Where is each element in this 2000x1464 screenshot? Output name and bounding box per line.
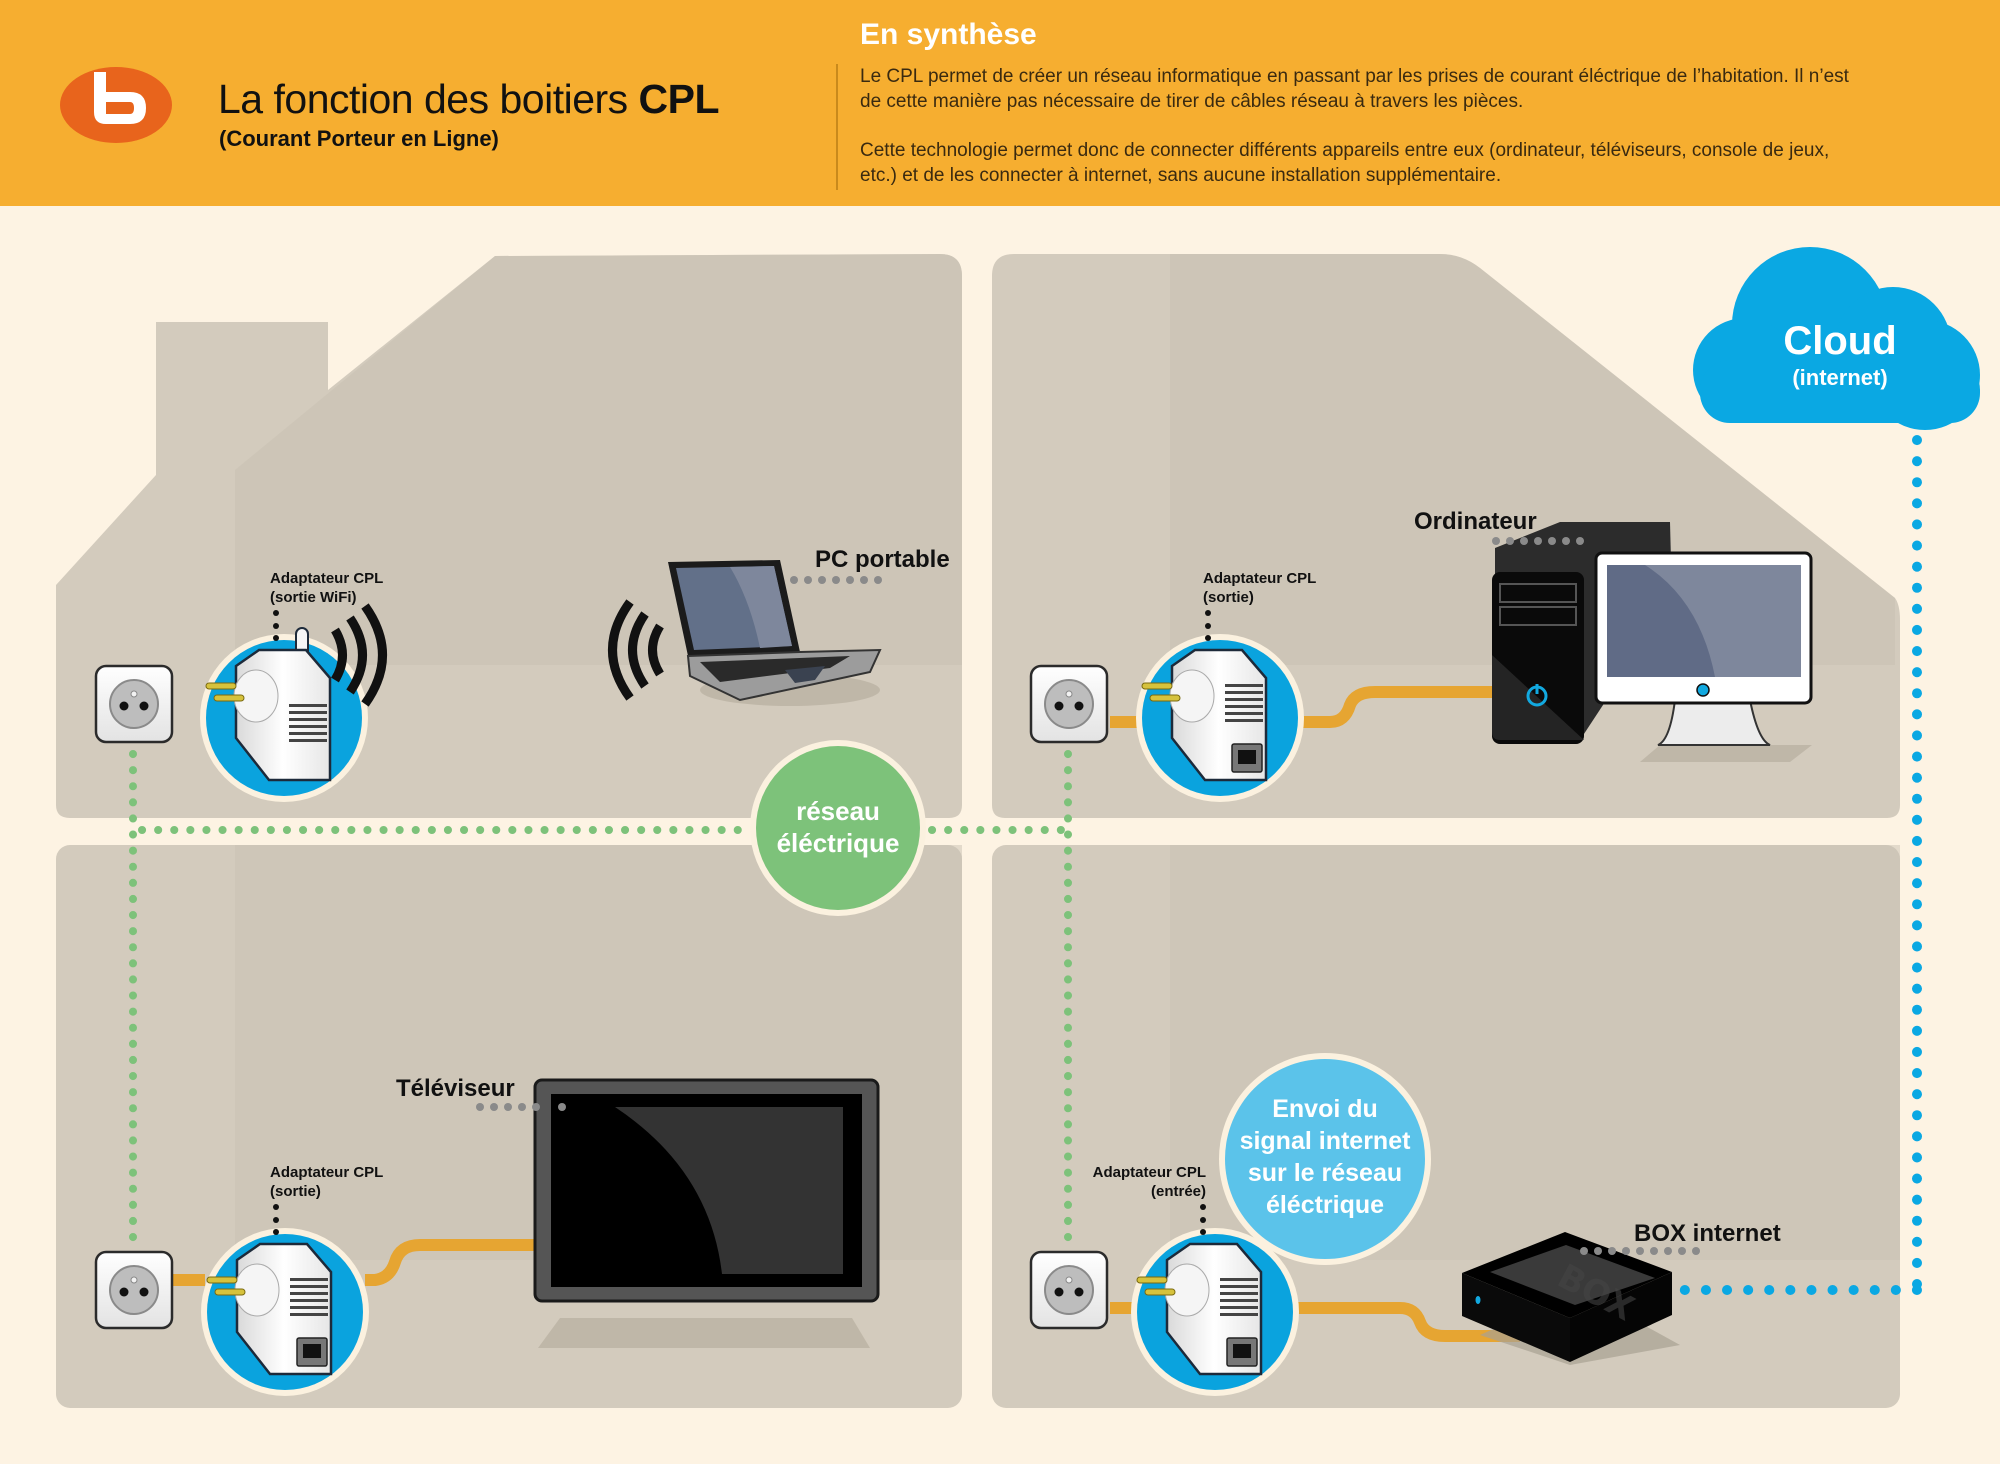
page-subtitle: (Courant Porteur en Ligne) [219, 126, 499, 151]
adapter-label-line1: Adaptateur CPL [1203, 570, 1317, 587]
network-bubble-line: réseau [796, 796, 880, 826]
cloud-title: Cloud [1783, 319, 1897, 363]
wall-socket-icon [94, 664, 174, 744]
cpl-ethernet-adapter-icon [1129, 1226, 1301, 1398]
device-label: Ordinateur [1414, 508, 1537, 535]
adapter-label-line1: Adaptateur CPL [270, 570, 384, 587]
adapter-label-line2: (sortie WiFi) [270, 589, 357, 606]
summary-paragraph: Cette technologie permet donc de connect… [860, 140, 1830, 186]
wifi-waves-icon [331, 603, 387, 707]
brand-logo-icon [60, 67, 172, 143]
laptop-icon [668, 560, 882, 706]
label-connector-dots [273, 610, 1211, 1235]
network-bubble [750, 740, 926, 916]
wifi-waves-icon [608, 599, 664, 701]
cloud-icon [1693, 247, 1980, 430]
adapter-label: Adaptateur CPL (entrée) [1090, 1163, 1206, 1201]
page-title: La fonction des boitiers CPL [218, 76, 720, 123]
network-bubble-text: réseau éléctrique [758, 795, 918, 859]
device-label: PC portable [815, 546, 950, 573]
signal-bubble-text: Envoi du signal internet sur le réseau é… [1225, 1093, 1425, 1221]
summary-title: En synthèse [860, 18, 1037, 51]
cpl-ethernet-adapter-icon [199, 1226, 371, 1398]
cpl-ethernet-adapter-icon [1134, 632, 1306, 804]
cloud-text: Cloud (internet) [1740, 318, 1940, 392]
adapter-label-line1: Adaptateur CPL [1092, 1164, 1206, 1181]
ethernet-cables [172, 686, 1520, 1342]
device-label-dots [476, 537, 1700, 1255]
summary-paragraph: Le CPL permet de créer un réseau informa… [860, 66, 1849, 112]
adapter-label-line2: (sortie) [1203, 589, 1254, 606]
adapter-label: Adaptateur CPL (sortie WiFi) [270, 569, 383, 607]
device-label: Téléviseur [396, 1075, 515, 1102]
header-banner: La fonction des boitiers CPL (Courant Po… [0, 0, 2000, 206]
internet-line [1678, 435, 1922, 1295]
signal-bubble-line: Envoi du [1272, 1095, 1378, 1123]
adapter-label: Adaptateur CPL (sortie) [1203, 569, 1316, 607]
signal-bubble-line: signal internet [1239, 1127, 1411, 1155]
signal-bubble-line: éléctrique [1265, 1191, 1385, 1219]
adapter-label: Adaptateur CPL (sortie) [270, 1163, 383, 1201]
adapter-label-line2: (sortie) [270, 1183, 321, 1200]
device-label: BOX internet [1634, 1220, 1781, 1247]
signal-bubble [1219, 1053, 1431, 1265]
wall-socket-icon [94, 1250, 174, 1330]
network-bubble-line: éléctrique [776, 828, 900, 858]
desktop-computer-icon [1492, 522, 1813, 762]
internet-box-icon: BOX [1462, 1232, 1680, 1365]
title-bold: CPL [638, 76, 720, 122]
adapter-label-line1: Adaptateur CPL [270, 1164, 384, 1181]
wall-socket-icon [1029, 1250, 1109, 1330]
tv-icon [533, 1078, 880, 1348]
signal-bubble-line: sur le réseau [1247, 1159, 1403, 1187]
header-divider [836, 64, 838, 190]
adapter-label-line2: (entrée) [1150, 1183, 1206, 1200]
power-network-line [129, 750, 1072, 1254]
cloud-subtitle: (internet) [1792, 365, 1888, 390]
title-regular: La fonction des boitiers [218, 76, 639, 122]
wall-socket-icon [1029, 664, 1109, 744]
